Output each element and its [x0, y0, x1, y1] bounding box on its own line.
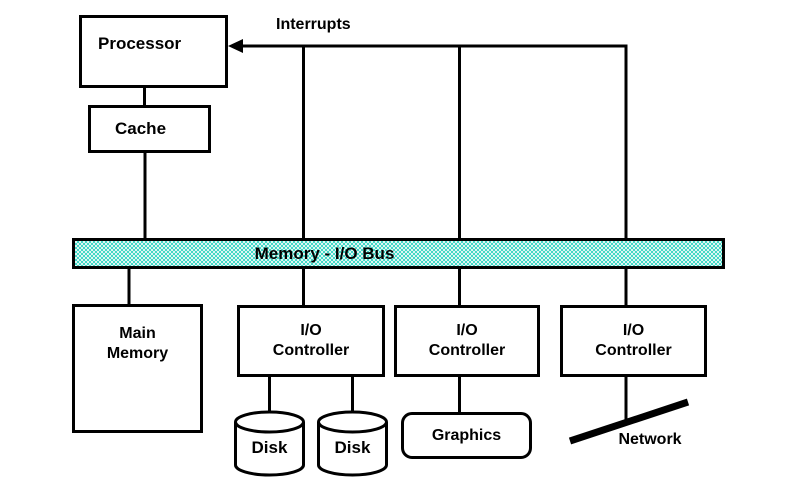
disk2-cylinder: [317, 410, 388, 477]
io-controller-2-label-line2: Controller: [428, 342, 506, 359]
network-segment: [568, 398, 690, 445]
memory-io-bus-label: Memory - I/O Bus: [254, 243, 395, 263]
memory-io-bus: Memory - I/O Bus: [72, 238, 725, 269]
graphics-box: Graphics: [401, 412, 532, 459]
interrupt-arrowhead: [228, 39, 243, 53]
disk2-label: Disk: [334, 438, 371, 457]
disk1-cylinder: [234, 410, 305, 477]
disk1-label: Disk: [251, 438, 288, 457]
cache-box: Cache: [88, 105, 211, 153]
graphics-label: Graphics: [431, 426, 502, 444]
io-controller-1-label-line2: Controller: [272, 342, 350, 359]
main-memory-box: Main Memory: [72, 304, 203, 433]
io-controller-1-box: I/O Controller: [237, 305, 385, 377]
io-controller-3-label-line1: I/O: [622, 322, 645, 339]
processor-label: Processor: [98, 34, 182, 53]
io-controller-1-label-line1: I/O: [300, 322, 322, 339]
io-controller-2-box: I/O Controller: [394, 305, 540, 377]
main-memory-label-line2: Memory: [106, 345, 169, 362]
network-label: Network: [618, 431, 682, 448]
cache-label: Cache: [115, 119, 167, 138]
interrupt-trunk-wire: [240, 44, 628, 307]
processor-box: Processor: [79, 15, 228, 88]
io-controller-3-label-line2: Controller: [595, 342, 672, 359]
main-memory-label-line1: Main: [119, 325, 156, 342]
io-controller-2-label-line1: I/O: [456, 322, 478, 339]
io-controller-3-box: I/O Controller: [560, 305, 707, 377]
interrupts-label: Interrupts: [276, 16, 351, 33]
